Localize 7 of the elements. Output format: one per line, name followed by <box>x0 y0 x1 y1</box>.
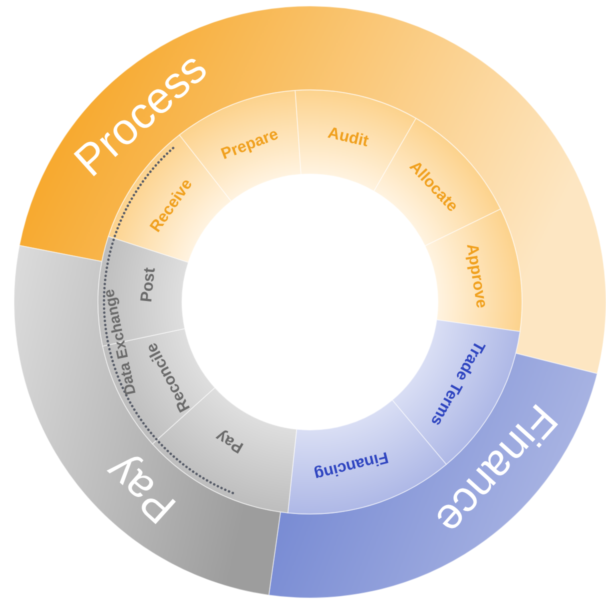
arc-label: Data Exchange <box>102 288 139 396</box>
step-label: Audit <box>326 126 370 151</box>
step-label: Approve <box>462 242 489 310</box>
step-label: Financing <box>312 448 390 482</box>
step-label: Pay <box>214 426 246 455</box>
step-label: Post <box>139 266 159 304</box>
phase-title: Pay <box>98 448 184 531</box>
